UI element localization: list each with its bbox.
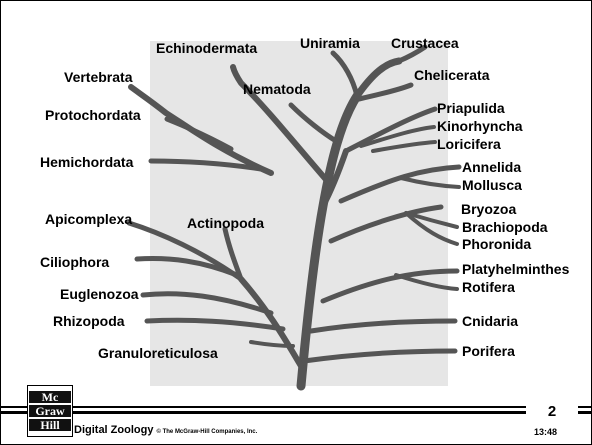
page-number: 2 bbox=[548, 403, 556, 420]
branch-rotifera bbox=[396, 275, 457, 289]
taxon-label-crustacea: Crustacea bbox=[391, 35, 459, 51]
taxon-label-vertebrata: Vertebrata bbox=[64, 69, 132, 85]
taxon-label-cnidaria: Cnidaria bbox=[462, 313, 518, 329]
taxon-label-actinopoda: Actinopoda bbox=[187, 215, 264, 231]
taxon-label-annelida: Annelida bbox=[462, 159, 521, 175]
branch-protochordata bbox=[167, 119, 231, 149]
taxon-label-nematoda: Nematoda bbox=[243, 81, 311, 97]
timestamp: 13:48 bbox=[534, 427, 557, 437]
copyright-notice: © The McGraw-Hill Companies, Inc. bbox=[157, 429, 258, 435]
branch-cnidaria bbox=[311, 321, 455, 331]
branch-loricifera bbox=[373, 142, 435, 151]
taxon-label-bryozoa: Bryozoa bbox=[461, 201, 516, 217]
taxon-label-euglenozoa: Euglenozoa bbox=[60, 286, 139, 302]
branch-uniramia bbox=[333, 53, 357, 96]
taxon-label-protochordata: Protochordata bbox=[45, 107, 141, 123]
taxon-label-hemichordata: Hemichordata bbox=[40, 154, 133, 170]
taxon-label-brachiopoda: Brachiopoda bbox=[462, 219, 548, 235]
branch-lophophorates bbox=[331, 207, 441, 241]
taxon-label-platyhelminthes: Platyhelminthes bbox=[462, 261, 569, 277]
taxon-label-priapulida: Priapulida bbox=[437, 100, 505, 116]
taxon-label-kinorhyncha: Kinorhyncha bbox=[437, 118, 523, 134]
page-number-box: 2 bbox=[526, 401, 578, 423]
taxon-label-porifera: Porifera bbox=[462, 343, 515, 359]
logo-line-2: Graw bbox=[29, 405, 71, 417]
taxon-label-granuloreticulosa: Granuloreticulosa bbox=[98, 345, 218, 361]
taxon-label-echinodermata: Echinodermata bbox=[156, 40, 257, 56]
taxon-label-chelicerata: Chelicerata bbox=[414, 67, 489, 83]
taxon-label-mollusca: Mollusca bbox=[462, 177, 522, 193]
footer-rule-thick bbox=[1, 411, 591, 414]
branch-mollusca bbox=[401, 178, 459, 187]
footer-credit: Digital Zoology © The McGraw-Hill Compan… bbox=[74, 424, 257, 436]
footer-rule-thin bbox=[1, 406, 591, 408]
branch-rhizopoda bbox=[147, 320, 283, 329]
taxon-label-apicomplexa: Apicomplexa bbox=[45, 211, 132, 227]
taxon-label-rhizopoda: Rhizopoda bbox=[53, 313, 125, 329]
taxon-label-uniramia: Uniramia bbox=[300, 35, 360, 51]
logo-line-3: Hill bbox=[29, 419, 71, 431]
taxon-label-phoronida: Phoronida bbox=[462, 236, 531, 252]
publisher-logo: Mc Graw Hill bbox=[27, 385, 73, 437]
branch-nematoda bbox=[291, 105, 336, 141]
taxon-label-rotifera: Rotifera bbox=[462, 279, 515, 295]
branch-phoronida bbox=[406, 213, 457, 244]
book-title: Digital Zoology bbox=[74, 424, 153, 436]
taxon-label-loricifera: Loricifera bbox=[437, 136, 501, 152]
taxon-label-ciliophora: Ciliophora bbox=[40, 254, 109, 270]
logo-line-1: Mc bbox=[29, 391, 71, 403]
branch-porifera bbox=[304, 351, 455, 361]
